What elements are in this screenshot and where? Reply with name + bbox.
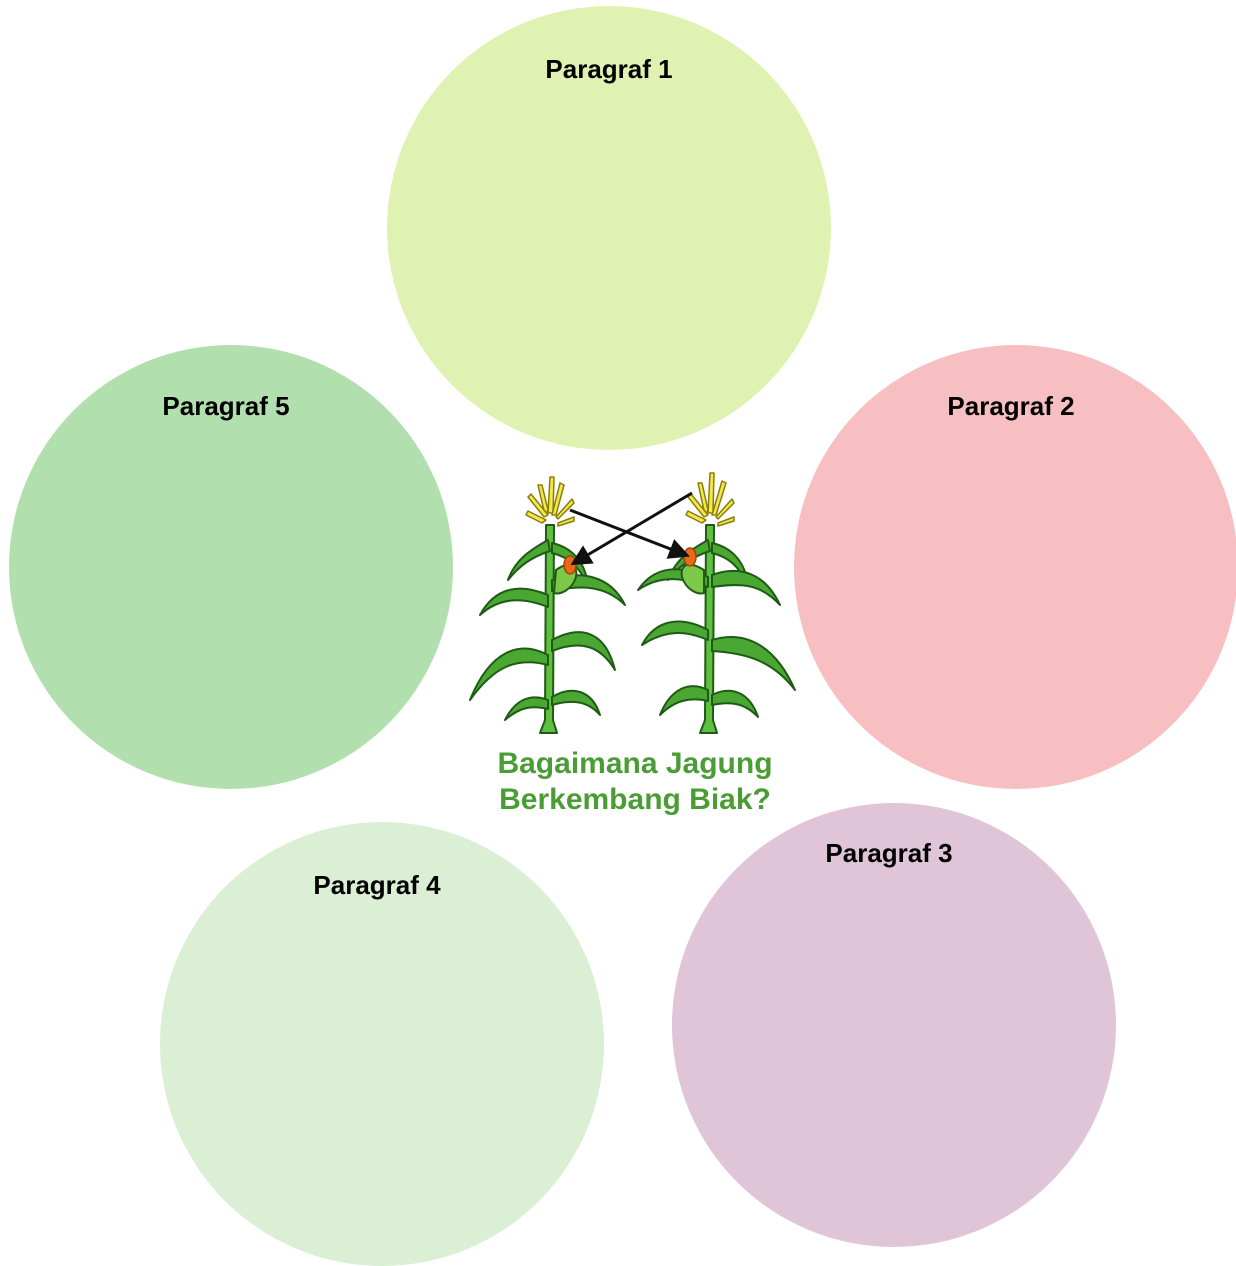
paragraph-1-label: Paragraf 1 — [545, 54, 673, 84]
paragraph-3-label: Paragraf 3 — [825, 838, 953, 868]
paragraph-2-circle: Paragraf 2 — [794, 345, 1236, 789]
paragraph-1-circle: Paragraf 1 — [387, 6, 831, 450]
paragraph-5-circle: Paragraf 5 — [9, 345, 453, 789]
diagram-title-line-2: Berkembang Biak? — [499, 783, 771, 816]
paragraph-2-label: Paragraf 2 — [947, 391, 1075, 421]
corn-plants-icon — [469, 472, 796, 734]
paragraph-4-label: Paragraf 4 — [313, 870, 441, 900]
diagram-title-line-1: Bagaimana Jagung — [497, 747, 773, 780]
paragraph-5-label: Paragraf 5 — [162, 391, 290, 421]
diagram-title: Bagaimana Jagung Berkembang Biak? — [435, 746, 835, 818]
paragraph-4-circle: Paragraf 4 — [160, 822, 604, 1266]
paragraph-3-circle: Paragraf 3 — [672, 803, 1116, 1247]
